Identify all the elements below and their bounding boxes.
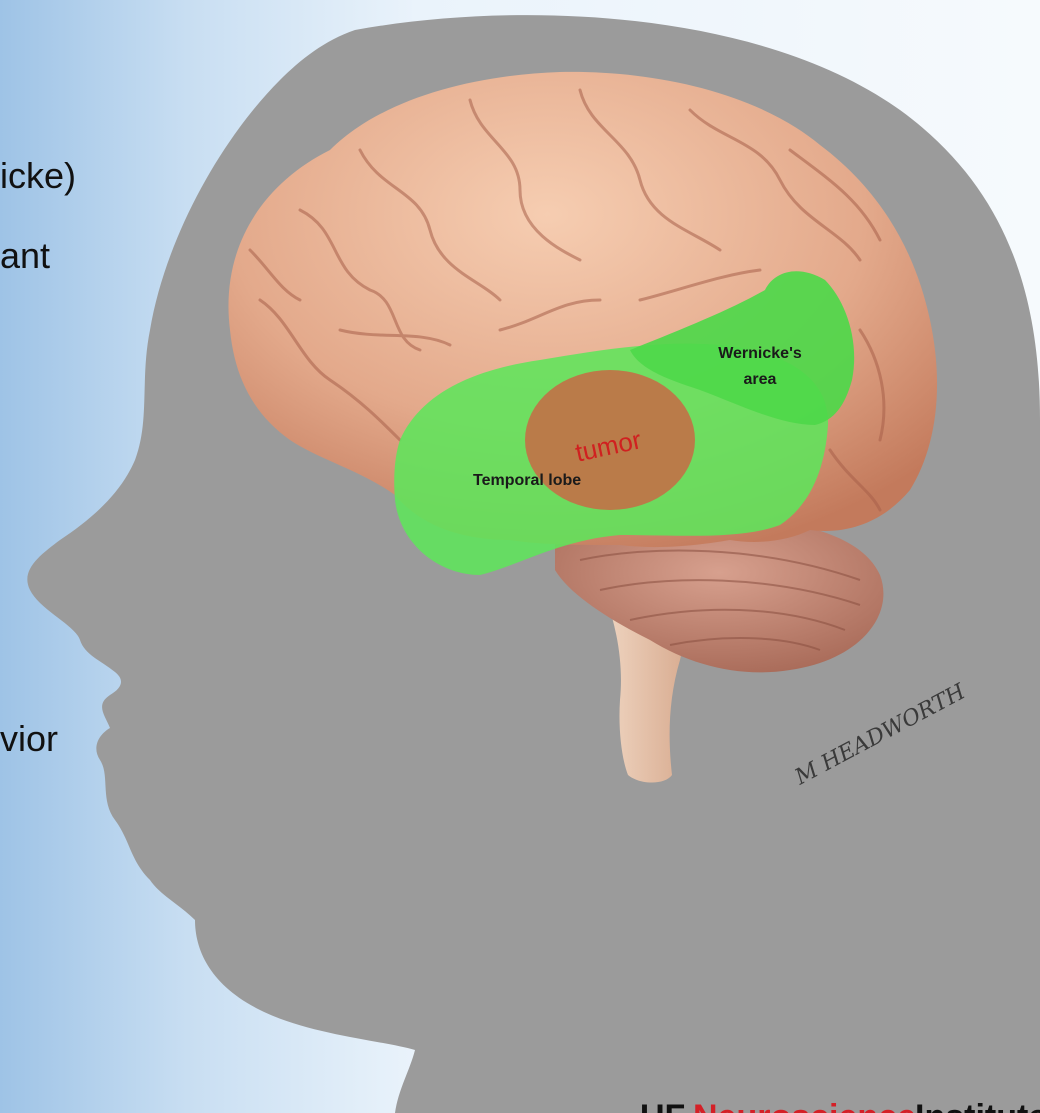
temporal-lobe-label: Temporal lobe xyxy=(473,472,581,489)
logo-word-institute: Institute xyxy=(915,1098,1040,1113)
wernicke-area-label: area xyxy=(744,371,777,388)
logo-word-neuroscience: Neuroscience xyxy=(693,1098,916,1113)
wernicke-label: Wernicke's xyxy=(718,345,802,362)
footer-logo: UF Neuroscience Institute xyxy=(640,1098,1040,1113)
logo-prefix: UF xyxy=(640,1098,685,1113)
